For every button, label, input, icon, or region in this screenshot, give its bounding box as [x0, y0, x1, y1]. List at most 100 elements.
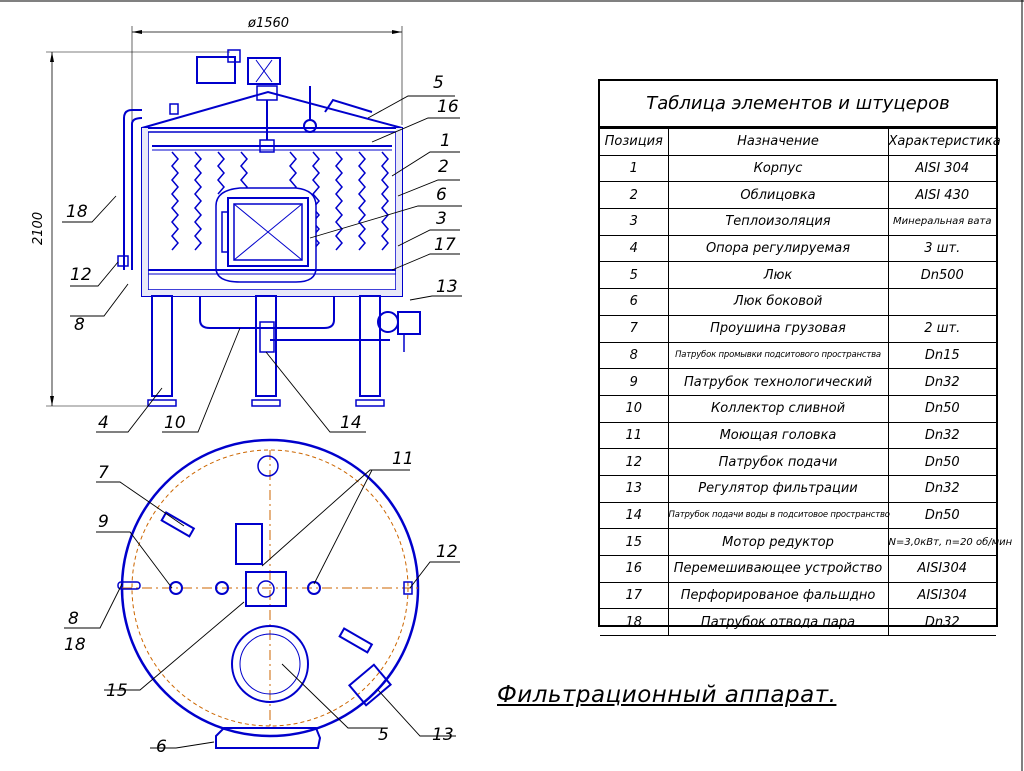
- cell-characteristic: Dn32: [887, 368, 996, 396]
- cell-purpose: Люк боковой: [667, 288, 889, 316]
- header-position: Позиция: [600, 128, 669, 156]
- cell-position: 12: [600, 448, 669, 476]
- callout-8: 8: [74, 315, 85, 335]
- cell-position: 16: [600, 555, 669, 583]
- cell-characteristic: AISI 304: [887, 154, 996, 183]
- callout-2: 2: [438, 157, 449, 177]
- cell-characteristic: 3 шт.: [887, 234, 996, 263]
- cell-purpose: Патрубок промывки подситового пространст…: [667, 341, 889, 370]
- cell-characteristic: Dn50: [887, 394, 996, 423]
- cell-purpose: Патрубок технологический: [667, 368, 889, 396]
- cell-purpose: Перфорированое фальшдно: [667, 581, 889, 610]
- cell-position: 13: [600, 474, 669, 503]
- cell-characteristic: AISI304: [887, 555, 996, 583]
- plan-callout-7: 7: [98, 463, 109, 483]
- plan-callout-13: 13: [432, 725, 454, 745]
- plan-callout-6: 6: [156, 737, 167, 757]
- plan-callout-12: 12: [436, 542, 458, 562]
- cell-position: 4: [600, 234, 669, 263]
- cell-purpose: Перемешивающее устройство: [667, 555, 889, 583]
- plan-callout-15: 15: [106, 681, 128, 701]
- cell-purpose: Коллектор сливной: [667, 394, 889, 423]
- cell-position: 3: [600, 208, 669, 236]
- header-purpose: Назначение: [667, 128, 889, 156]
- cell-position: 2: [600, 181, 669, 210]
- cell-characteristic: AISI 430: [887, 181, 996, 210]
- cell-characteristic: Dn50: [887, 501, 996, 530]
- cell-position: 10: [600, 394, 669, 423]
- cell-characteristic: Минеральная вата: [887, 208, 996, 236]
- cell-characteristic: 2 шт.: [887, 314, 996, 343]
- cell-position: 15: [600, 528, 669, 556]
- header-characteristic: Характеристика: [887, 128, 1001, 156]
- cell-characteristic: N=3,0кВт, n=20 об/мин: [887, 528, 1012, 556]
- width-dimension-label: ø1560: [247, 16, 289, 31]
- plan-callout-9: 9: [98, 512, 109, 532]
- callout-14: 14: [340, 413, 362, 433]
- callout-10: 10: [164, 413, 186, 433]
- cell-purpose: Мотор редуктор: [667, 528, 889, 556]
- callout-12: 12: [70, 265, 92, 285]
- cell-purpose: Проушина грузовая: [667, 314, 889, 343]
- cell-position: 9: [600, 368, 669, 396]
- cell-characteristic: AISI304: [887, 581, 996, 610]
- cell-position: 5: [600, 261, 669, 290]
- cell-characteristic: [887, 288, 996, 316]
- callout-18: 18: [66, 202, 88, 222]
- callout-17: 17: [434, 235, 456, 255]
- cell-position: 8: [600, 341, 669, 370]
- table-title: Таблица элементов и штуцеров: [600, 81, 996, 128]
- cell-position: 7: [600, 314, 669, 343]
- cell-characteristic: Dn32: [887, 608, 996, 637]
- plan-callout-8: 8: [68, 609, 79, 629]
- cell-purpose: Корпус: [667, 154, 889, 183]
- cell-purpose: Люк: [667, 261, 889, 290]
- table-header-row: Позиция Назначение Характеристика: [600, 128, 1001, 156]
- cell-position: 18: [600, 608, 669, 637]
- callout-13: 13: [436, 277, 458, 297]
- cell-position: 14: [600, 501, 669, 530]
- callout-16: 16: [437, 97, 459, 117]
- cell-purpose: Моющая головка: [667, 421, 889, 450]
- callout-3: 3: [436, 209, 447, 229]
- cell-characteristic: Dn32: [887, 421, 996, 450]
- cell-purpose: Патрубок подачи воды в подситовое простр…: [667, 501, 890, 530]
- cell-purpose: Патрубок отвода пара: [667, 608, 889, 637]
- plan-callout-18: 18: [64, 635, 86, 655]
- cell-position: 11: [600, 421, 669, 450]
- cell-position: 1: [600, 154, 669, 183]
- plan-callout-5: 5: [378, 725, 389, 745]
- cell-purpose: Опора регулируемая: [667, 234, 889, 263]
- cell-characteristic: Dn15: [887, 341, 996, 370]
- callout-4: 4: [98, 413, 109, 433]
- cell-characteristic: Dn32: [887, 474, 996, 503]
- callout-1: 1: [440, 131, 451, 151]
- callout-5: 5: [433, 73, 444, 93]
- cell-characteristic: Dn50: [887, 448, 996, 476]
- elements-table: Таблица элементов и штуцеров Позиция Наз…: [598, 79, 1012, 637]
- cell-purpose: Облицовка: [667, 181, 889, 210]
- cell-characteristic: Dn500: [887, 261, 996, 290]
- dimension-width: ø1560: [131, 16, 403, 125]
- drawing-caption: Фильтрационный аппарат.: [497, 682, 837, 708]
- callout-6: 6: [436, 185, 447, 205]
